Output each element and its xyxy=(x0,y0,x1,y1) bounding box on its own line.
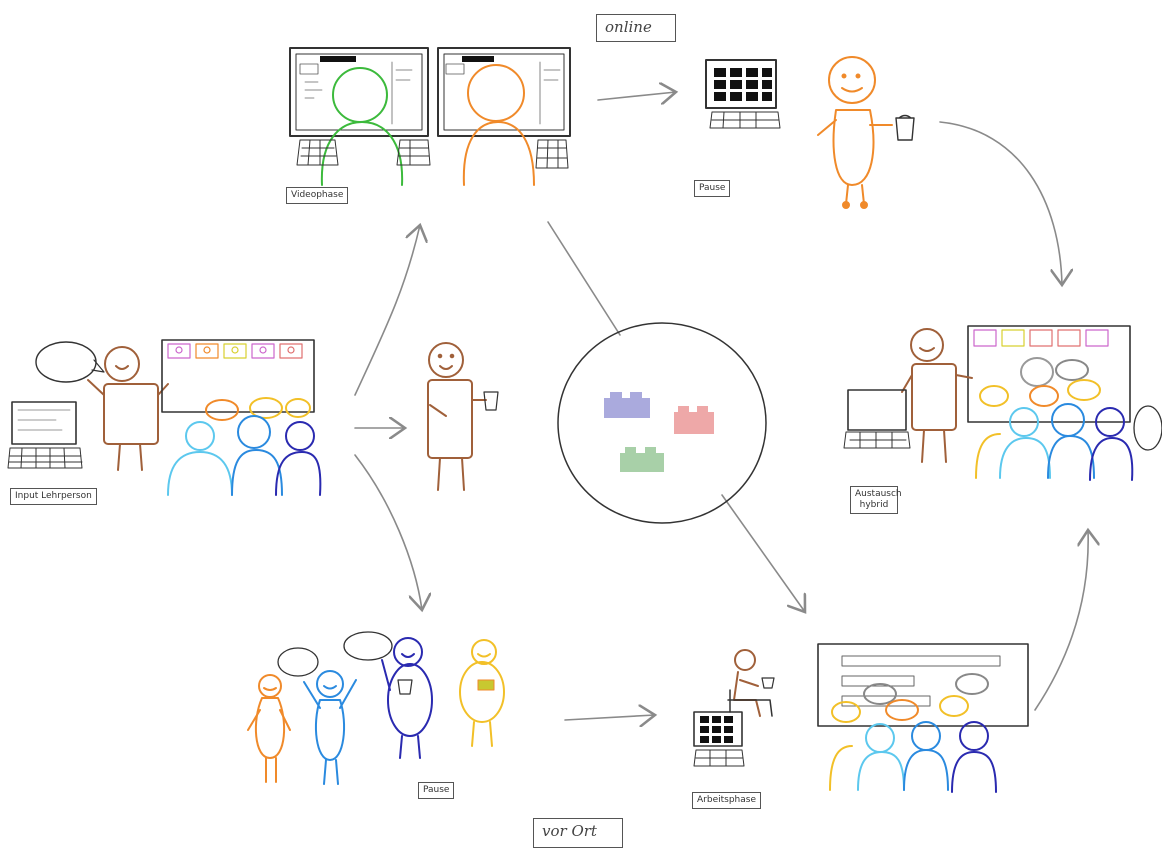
laptop-icon xyxy=(714,68,772,101)
pause-vor-ort-scene xyxy=(247,631,505,785)
arrow-input-to-video xyxy=(354,225,420,396)
arbeitsphase-scene xyxy=(693,643,1029,793)
center-circle xyxy=(557,322,767,524)
coffee-cup-icon xyxy=(761,677,775,689)
pause-online-scene xyxy=(705,56,915,209)
austausch-label: Austausch hybrid xyxy=(850,486,902,514)
individual-scene xyxy=(427,342,499,491)
arrow-video-to-pause xyxy=(597,92,676,100)
arrow-input-to-pause xyxy=(354,454,422,610)
input-scene xyxy=(7,339,322,496)
lego-brick-icon xyxy=(604,392,650,418)
lego-brick-icon xyxy=(620,447,664,472)
stick-figure-icon xyxy=(901,328,973,463)
videophase-label: Videophase xyxy=(286,187,349,204)
arrow-pause-to-austausch xyxy=(939,121,1062,285)
stick-figure-icon xyxy=(733,649,761,717)
stick-figure-icon xyxy=(381,637,433,759)
coffee-cup-icon xyxy=(895,114,915,141)
stick-figure-icon xyxy=(303,670,357,785)
line-video-to-circle xyxy=(547,221,621,336)
laptop-icon xyxy=(847,389,907,431)
vor-ort-label: vor Ort xyxy=(533,818,623,848)
keyboard-icon xyxy=(7,447,83,469)
speech-bubble-icon xyxy=(1055,359,1089,381)
coffee-cup-icon xyxy=(483,391,499,411)
pause-vor-ort-label: Pause xyxy=(418,782,455,799)
flow-arrows xyxy=(354,92,1088,720)
speech-bubble-icon xyxy=(955,673,989,695)
speech-bubble-icon xyxy=(343,631,393,661)
laptop-icon xyxy=(693,711,743,747)
keyboard-icon xyxy=(843,431,911,449)
pause-online-label: Pause xyxy=(694,180,731,197)
arrow-arbeit-to-austausch xyxy=(1034,530,1088,711)
speech-bubble-icon xyxy=(863,683,897,705)
input-label: Input Lehrperson xyxy=(10,488,97,505)
coffee-cup-icon xyxy=(397,679,413,695)
stick-figure-icon xyxy=(87,346,169,471)
arbeitsphase-label: Arbeitsphase xyxy=(692,792,761,809)
arrow-circle-to-arbeit xyxy=(721,494,805,612)
speech-bubble-icon xyxy=(1133,405,1162,451)
speech-bubble-icon xyxy=(35,341,97,383)
videophase-scene xyxy=(289,47,571,186)
lego-brick-icon xyxy=(674,406,714,434)
stick-figure-icon xyxy=(247,674,291,783)
stick-figure-icon xyxy=(817,56,893,209)
online-label: online xyxy=(596,14,676,42)
arrow-pause-to-arbeit xyxy=(564,715,655,720)
laptop-icon xyxy=(11,401,77,445)
keyboard-icon xyxy=(709,111,781,129)
speech-bubble-icon xyxy=(277,647,319,677)
keyboard-icon xyxy=(693,749,745,767)
stick-figure-icon xyxy=(459,639,505,747)
stick-figure-icon xyxy=(427,342,487,491)
austausch-scene xyxy=(843,325,1162,481)
